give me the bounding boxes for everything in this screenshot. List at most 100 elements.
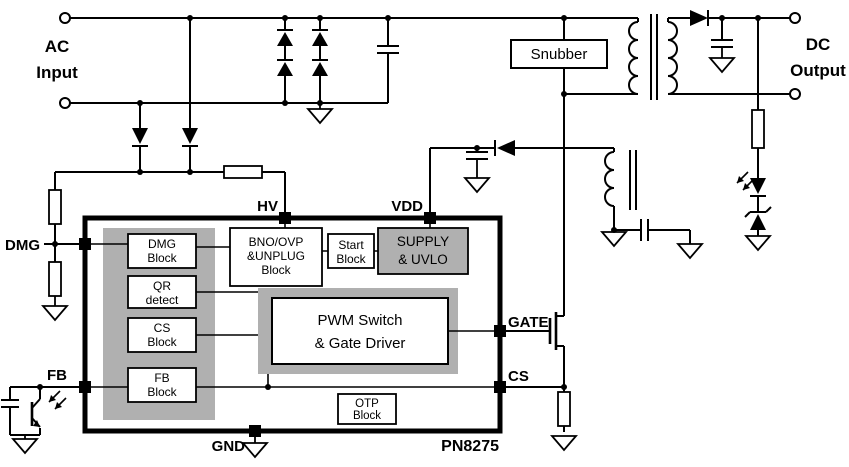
ac-terminal-top <box>59 12 71 24</box>
capacitor-icon <box>711 18 733 48</box>
dmg-block-label: DMG <box>148 237 176 251</box>
output-diode-icon <box>690 10 708 26</box>
bno-block-label: &UNPLUG <box>247 249 305 263</box>
snubber-label: Snubber <box>531 46 588 63</box>
zener-diode-icon <box>750 214 766 230</box>
resistor-cs-sense <box>557 391 571 427</box>
bulk-capacitor <box>377 18 399 103</box>
optocoupler-led-icon <box>750 178 766 194</box>
junction-dot <box>282 15 288 21</box>
ground-icon <box>550 435 578 452</box>
junction-dot <box>137 100 143 106</box>
junction-dot <box>187 169 193 175</box>
bno-block-box <box>229 227 323 287</box>
ground-icon <box>708 47 736 74</box>
ic-outline <box>82 215 503 434</box>
ic-pn8275: DMG Block QR detect CS Block FB Block BN… <box>5 198 549 459</box>
junction-dot <box>719 15 725 21</box>
bno-block-label: BNO/OVP <box>249 235 304 249</box>
resistor-dmg-lower <box>48 261 62 297</box>
y-capacitor <box>600 219 704 260</box>
pin-label-vdd: VDD <box>391 198 423 215</box>
ac-terminal-bottom <box>59 97 71 109</box>
pin-label-fb: FB <box>47 367 67 384</box>
aux-core-icon <box>629 150 637 210</box>
start-block-box <box>327 233 375 269</box>
pin-pad-vdd <box>424 212 436 224</box>
sense-diode-icon <box>132 128 198 144</box>
ground-icon <box>463 159 491 194</box>
junction-dot <box>474 145 480 151</box>
pin-label-cs: CS <box>508 368 529 385</box>
junction-dot <box>137 169 143 175</box>
junction-dot <box>282 100 288 106</box>
junction-dots <box>37 15 761 390</box>
capacitor-icon <box>614 219 691 244</box>
supply-uvlo-box <box>377 227 469 275</box>
pin-pad-gate <box>494 325 506 337</box>
optocoupler-receiver <box>1 386 79 455</box>
pwm-block-label: PWM Switch <box>317 312 402 329</box>
junction-dot <box>755 15 761 21</box>
resistor-feedback <box>751 109 765 149</box>
vdd-supply-network <box>429 140 614 212</box>
ic-part-number: PN8275 <box>441 438 499 455</box>
ground-icon <box>676 243 704 260</box>
vdd-diode-icon <box>497 140 515 156</box>
pin-label-dmg: DMG <box>5 237 40 254</box>
pwm-block-label: & Gate Driver <box>315 335 406 352</box>
ic-internal-wires <box>91 224 494 388</box>
cs-block-label: Block <box>147 335 177 349</box>
pin-pad-hv <box>279 212 291 224</box>
junction-dot <box>317 15 323 21</box>
otp-block-label: Block <box>353 410 381 422</box>
secondary-winding-icon <box>667 18 678 95</box>
junction-dot <box>52 241 58 247</box>
pin-label-gate: GATE <box>508 314 549 331</box>
junction-dot <box>37 384 43 390</box>
ground-icon <box>241 437 269 459</box>
light-arrowhead-icon <box>49 395 62 409</box>
ac-label-line1: AC <box>45 37 70 56</box>
dc-output-terminals: DC Output <box>789 12 846 100</box>
transformer <box>564 14 678 230</box>
mosfet <box>506 312 565 387</box>
fb-block-box <box>127 367 197 403</box>
output-rectifier <box>668 10 790 95</box>
ground-icon <box>41 296 69 322</box>
junction-dot <box>561 91 567 97</box>
supply-uvlo-label: SUPPLY <box>397 234 449 249</box>
start-block-label: Block <box>336 252 366 266</box>
cs-block-label: CS <box>154 321 171 335</box>
emitter-arrowhead-icon <box>33 420 40 427</box>
pin-pad-fb <box>79 381 91 393</box>
qr-detect-label: detect <box>146 293 179 307</box>
feedback-chain <box>736 18 772 252</box>
snubber: Snubber <box>510 18 608 316</box>
core-icon <box>650 14 658 100</box>
dc-label-line2: Output <box>790 61 846 80</box>
ac-label-line2: Input <box>36 63 78 82</box>
supply-uvlo-label: & UVLO <box>398 252 448 267</box>
resistor-dmg-upper <box>48 189 62 225</box>
bridge-rectifier <box>277 18 334 125</box>
qr-detect-box <box>127 275 197 309</box>
ground-icon <box>11 435 39 455</box>
fb-block-label: FB <box>154 371 169 385</box>
pin-pad-gnd <box>249 425 261 437</box>
junction-dot <box>611 227 617 233</box>
pin-label-hv: HV <box>257 198 278 215</box>
junction-dot <box>317 100 323 106</box>
fb-block-label: Block <box>147 385 177 399</box>
output-capacitor <box>708 18 736 74</box>
dc-terminal-bottom <box>789 88 801 100</box>
dc-terminal-top <box>789 12 801 24</box>
otp-block-box <box>337 393 397 425</box>
pin-label-gnd: GND <box>212 438 246 455</box>
snubber-box <box>510 39 608 69</box>
pin-pad-cs <box>494 381 506 393</box>
junction-dot <box>561 384 567 390</box>
led-arrowhead-icon <box>737 176 750 190</box>
junction-dot <box>385 15 391 21</box>
